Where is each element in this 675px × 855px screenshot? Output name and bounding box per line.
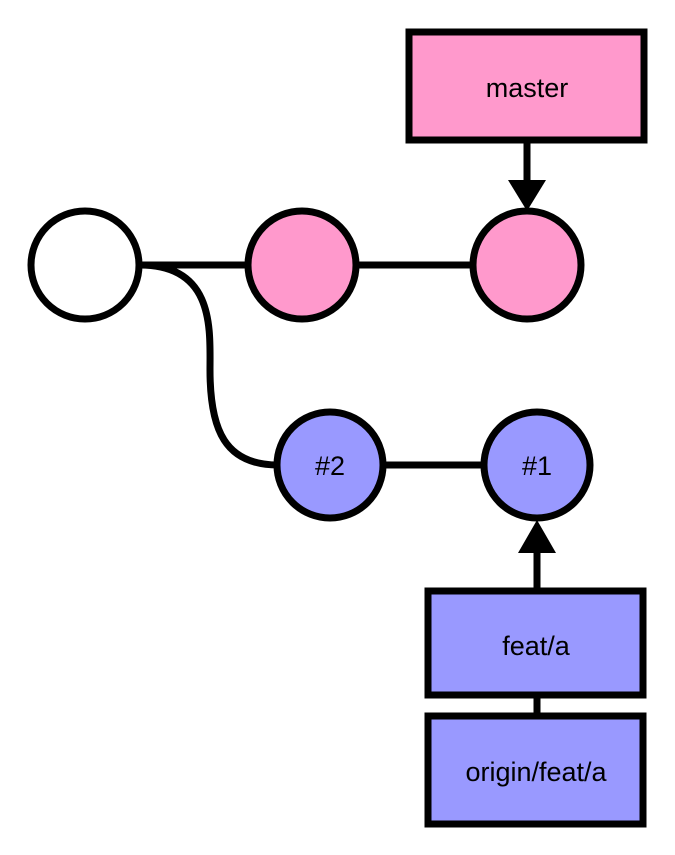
- ref-feat-a-label: feat/a: [502, 631, 571, 661]
- edge-base-to-feature-2: [136, 261, 282, 469]
- commit-feature-1: [480, 408, 594, 522]
- ref-master-label: master: [486, 73, 569, 103]
- ref-master-box: [405, 28, 648, 144]
- ref-origin-feat-a-box: [424, 712, 647, 828]
- ref-arrows: [508, 142, 556, 716]
- refs: [405, 28, 648, 828]
- arrowhead-master: [508, 180, 546, 211]
- arrowhead-feat-a: [518, 520, 556, 553]
- ref-feat-a-box: [424, 587, 647, 699]
- commit-feature-2-label: #2: [315, 451, 345, 481]
- commit-base: [27, 207, 143, 323]
- commit-feature-1-label: #1: [522, 451, 552, 481]
- commits: [27, 207, 594, 522]
- commit-master-2: [469, 207, 585, 323]
- ref-origin-feat-a-label: origin/feat/a: [465, 757, 607, 787]
- commit-master-1: [244, 207, 360, 323]
- commit-edges: [136, 261, 488, 469]
- commit-feature-2: [273, 408, 387, 522]
